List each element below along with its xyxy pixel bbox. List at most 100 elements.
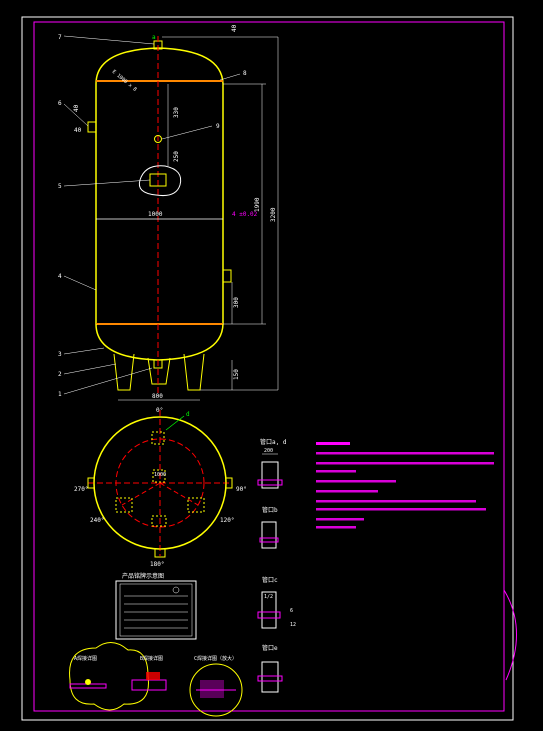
notes-line-3 [316,470,356,473]
plan-angle-lower-left: 240° [90,517,104,524]
plan-leg-bottom [151,515,167,527]
notes-line-5 [316,490,378,493]
nozzle-detail-1-dim-text: 200 [264,448,273,454]
nozzle-detail-2-pipe [261,521,277,549]
dim-leg-height: 150 [233,369,240,380]
nozzle-detail-3-title: 管口c [262,576,278,584]
plan-leg-left [115,497,133,513]
nozzle-detail-2-title: 管口b [262,506,278,514]
dim-center-width: 1000 [148,211,163,218]
weld-c-block [200,680,224,698]
plan-angle-lower-right: 120° [220,517,234,524]
notes-line-9 [316,526,356,529]
dim-inspection-lower: 250 [173,151,180,162]
outer-border [21,16,514,721]
notes-line-1 [316,452,494,455]
plan-leg-line-2 [159,482,199,506]
callout-a: a [152,34,156,41]
callout-1: 1 [58,391,62,398]
inner-border [33,21,505,712]
callout-9: 9 [216,123,220,130]
nozzle-detail-1-flange [257,479,283,486]
weld-details: A焊接详图 B焊接详图 C焊接详图（放大） [69,642,243,717]
notes-line-title [316,442,350,445]
nameplate-inner [119,583,193,637]
plan-view: 0° 180° 270° 90° 240° 120° 1000 d [74,407,247,568]
nozzle-detail-3-dim: 6 [290,608,293,614]
dim-lower-nozzle: 300 [233,297,240,308]
notes-line-6 [316,500,476,503]
dim-level-mark: 4 ±0.02 [232,211,258,218]
leader-4 [63,275,97,291]
weld-c-title: C焊接详图（放大） [194,655,237,662]
notes-line-2 [316,462,494,465]
leg-right [183,353,205,391]
callout-8: 8 [243,70,247,77]
plan-top-note: d [186,411,190,418]
plan-nozzle-bottom [154,548,166,558]
leader-2 [63,363,117,375]
nozzle-detail-3-dim3: 12 [290,622,296,628]
dim-base-width: 800 [152,393,163,400]
nameplate-frame [115,580,197,640]
plan-angle-bottom: 180° [150,561,164,568]
nozzle-detail-1-title: 管口a, d [260,438,287,446]
nozzle-details: 管口a, d 200 管口b 管口c 6 1/2 12 管口e [257,438,296,693]
nozzle-detail-2-flange [259,537,279,543]
callout-4: 4 [58,273,62,280]
top-head [95,47,224,85]
plan-angle-right: 90° [236,486,247,493]
notes-line-4 [316,480,396,483]
leader-3 [63,347,105,355]
right-nozzle [222,269,232,283]
nozzle-detail-4-pipe [261,661,279,693]
plan-nozzle-center [152,469,166,483]
plan-nozzle-left [87,477,95,489]
weld-b-fill [146,672,160,680]
leg-left [113,353,135,391]
callout-7: 7 [58,34,62,41]
plan-nozzle-right [225,477,233,489]
leader-9 [161,125,213,140]
callout-5: 5 [58,183,62,190]
dim-nozzle-small: 40 [74,127,82,134]
dim-nozzle-upper: 40 [73,104,80,112]
nozzle-detail-1-pipe [261,461,279,489]
dim-inspection: 330 [173,107,180,118]
weld-a-title: A焊接详图 [74,655,97,662]
nameplate-title: 产品铭牌示意图 [122,572,164,580]
leader-8 [219,73,241,81]
nameplate: 产品铭牌示意图 [115,572,197,640]
nozzle-detail-4-flange [257,675,283,682]
plan-angle-top: 0° [156,407,163,414]
nozzle-detail-4-title: 管口e [262,644,278,652]
notes-line-8 [316,518,364,521]
technical-notes [316,442,494,529]
plan-leg-line-1 [121,482,161,506]
callout-6: 6 [58,100,62,107]
leader-1 [63,367,153,395]
left-nozzle [87,121,97,133]
leg-center [147,357,171,385]
leader-6 [63,103,89,127]
weld-detail-c-outline [189,663,243,717]
nozzle-detail-3-dim2: 1/2 [264,594,273,600]
dim-overall-height: 3200 [270,207,277,222]
weld-detail-a-outline [69,642,149,711]
leader-5 [63,179,151,187]
dim-shell-length: 1990 [254,197,261,212]
notes-line-7 [316,508,486,511]
plan-leader-top [165,415,185,431]
side-arc [503,589,517,681]
callout-3: 3 [58,351,62,358]
nameplate-emblem [172,586,180,594]
weld-b-block [131,679,167,691]
plan-angle-left: 270° [74,486,88,493]
leader-7 [63,35,155,45]
callout-2: 2 [58,371,62,378]
inspection-hole [154,135,162,143]
vessel-elevation: 40 40 40 330 250 1000 4 ±0.02 1990 3200 … [58,24,279,401]
plan-center-label: 1000 [154,472,166,478]
nozzle-detail-3-pipe [261,591,277,629]
